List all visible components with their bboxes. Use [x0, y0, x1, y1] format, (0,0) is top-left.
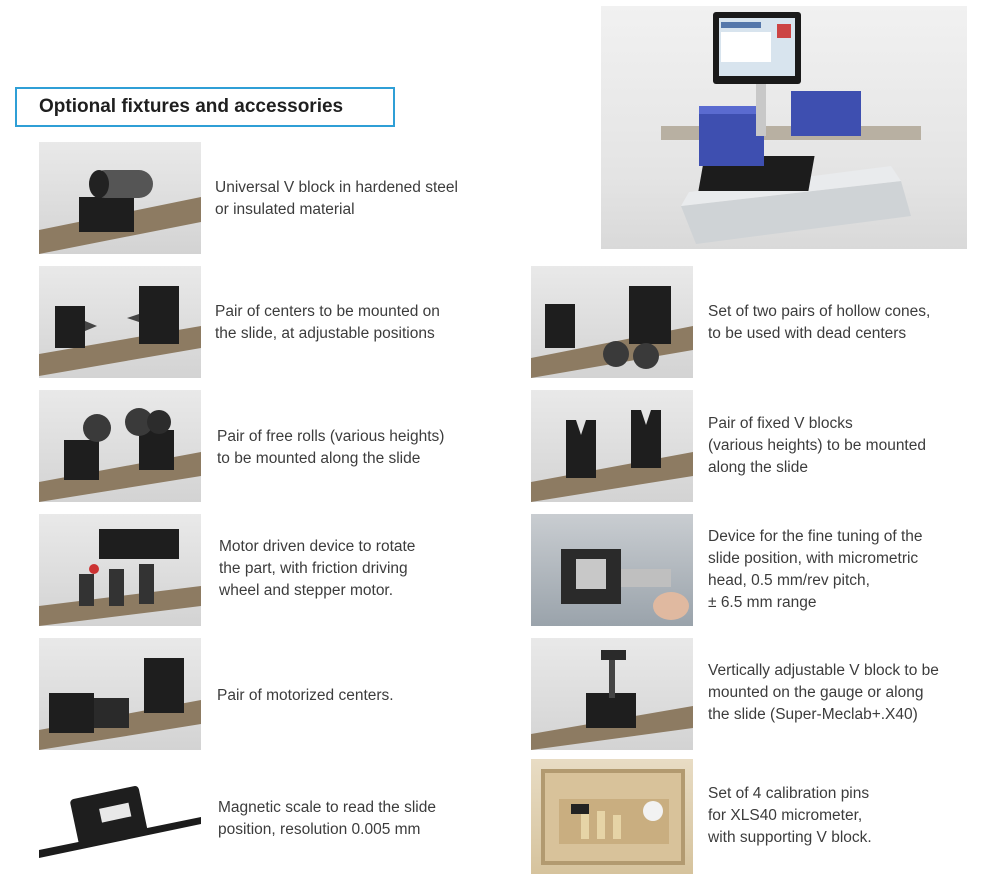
centers-pair-photo: [39, 266, 201, 378]
desc-magnetic-scale: Magnetic scale to read the slide positio…: [218, 799, 436, 838]
hero-gauge-image: [601, 6, 967, 249]
desc-fine-tuning: Device for the fine tuning of the slide …: [708, 528, 923, 611]
motorized-centers-photo: [39, 638, 201, 750]
fixed-v-blocks-photo: [531, 390, 693, 502]
desc-centers: Pair of centers to be mounted on the sli…: [215, 303, 440, 342]
hollow-cones-photo: [531, 266, 693, 378]
adjustable-v-block-photo: [531, 638, 693, 750]
desc-motorized-centers: Pair of motorized centers.: [217, 687, 394, 704]
motor-driven-device-photo: [39, 514, 201, 626]
desc-fixed-v-blocks: Pair of fixed V blocks (various heights)…: [708, 415, 926, 476]
desc-free-rolls: Pair of free rolls (various heights) to …: [217, 428, 445, 467]
v-block-photo: [39, 142, 201, 254]
calibration-pins-photo: [531, 759, 693, 874]
free-rolls-photo: [39, 390, 201, 502]
desc-motor-driven: Motor driven device to rotate the part, …: [219, 538, 416, 599]
section-heading: Optional fixtures and accessories: [15, 87, 395, 127]
desc-adjustable-v-block: Vertically adjustable V block to be moun…: [708, 662, 939, 723]
magnetic-scale-photo: [39, 762, 201, 874]
fine-tuning-device-photo: [531, 514, 693, 626]
desc-hollow-cones: Set of two pairs of hollow cones, to be …: [708, 303, 931, 342]
desc-calibration-pins: Set of 4 calibration pins for XLS40 micr…: [708, 785, 872, 846]
desc-v-block: Universal V block in hardened steel or i…: [215, 179, 458, 218]
